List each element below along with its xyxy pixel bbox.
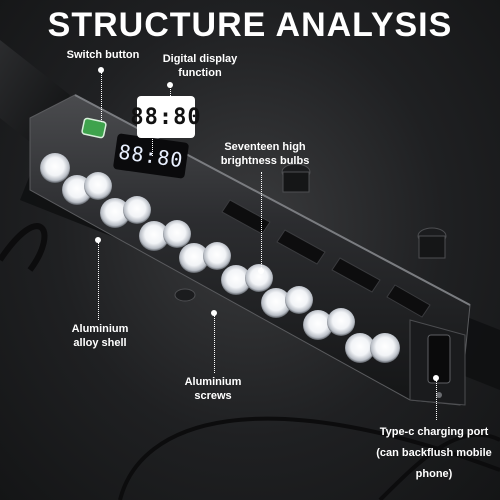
port-leader [436,380,437,420]
bulb [303,310,333,340]
shell-label: Aluminium alloy shell [71,323,129,349]
port-label: Type-c charging port (can backflush mobi… [376,426,492,480]
bulb [245,264,273,292]
bulbs-leader [261,172,262,268]
bulb [327,308,355,336]
bulb [123,196,151,224]
cable-left [0,223,48,272]
display-top-leader [170,86,171,98]
bulb [84,172,112,200]
bulb [261,288,291,318]
bulb [100,198,130,228]
shell-dot [95,237,101,243]
display-callout: 88:80 [130,96,201,138]
bulb [203,242,231,270]
vent-slots [221,199,431,318]
bulbs-dot [258,268,264,274]
shell-leader [98,242,99,320]
digital-display-label: Digital display function [162,53,238,79]
switch-leader [101,72,102,122]
screen-readout: 88:80 [117,139,185,173]
bulb-row [40,153,400,363]
switch-dot [98,67,104,73]
screws-label: Aluminium screws [184,376,242,402]
bulb [370,333,400,363]
bulb [285,286,313,314]
page-title: STRUCTURE ANALYSIS [47,6,453,44]
bulb [179,243,209,273]
screws-dot [211,310,217,316]
bulbs-label: Seventeen high brightness bulbs [220,141,310,167]
power-switch-icon [81,117,107,139]
bulb [345,333,375,363]
cable-bottom [118,416,500,500]
port-indicator [436,392,442,398]
bulb [221,265,251,295]
bulb [40,153,70,183]
cable-right [378,432,500,500]
bulb [139,221,169,251]
charging-port [427,334,451,384]
mount-knobs [174,163,447,302]
screws-leader [214,315,215,373]
bulb [163,220,191,248]
display-leader [152,136,153,156]
port-dot [433,375,439,381]
switch-button-label: Switch button [66,49,140,61]
display-dot [167,82,173,88]
display-readout: 88:80 [130,104,202,130]
